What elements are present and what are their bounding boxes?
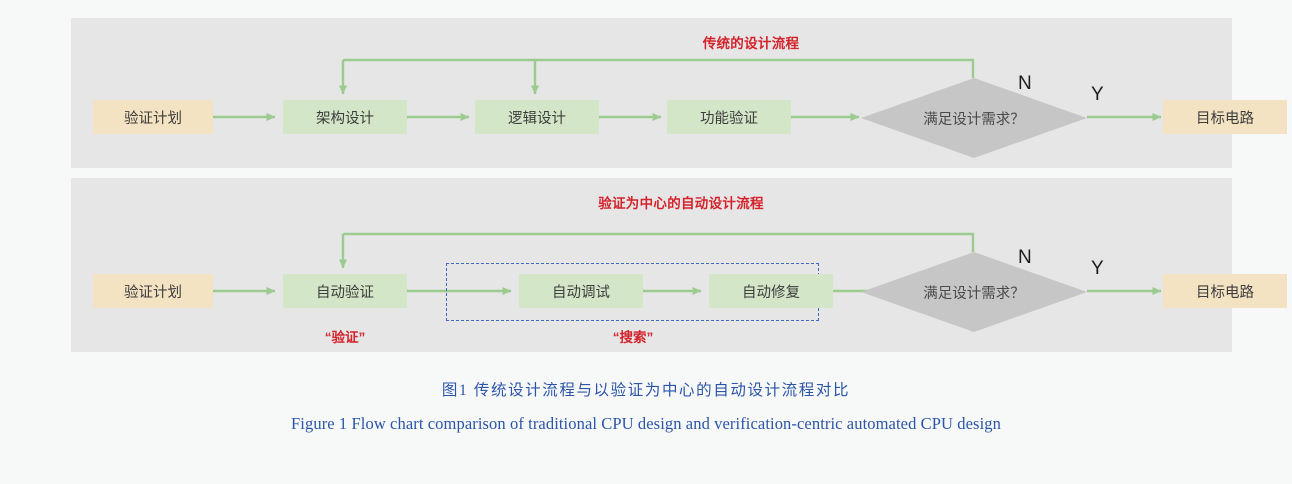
- branch-label-no: N: [1018, 73, 1032, 94]
- figure-caption-chinese: 图1 传统设计流程与以验证为中心的自动设计流程对比: [441, 382, 851, 399]
- node-label: 自动调试: [552, 284, 610, 301]
- node-auto-debug: 自动调试: [519, 274, 643, 308]
- node-label: 自动验证: [316, 284, 374, 301]
- group-caption-verify: “验证”: [324, 330, 366, 345]
- node-target-circuit: 目标电路: [1163, 100, 1287, 134]
- node-target-circuit: 目标电路: [1163, 274, 1287, 308]
- node-auto-verification: 自动验证: [283, 274, 407, 308]
- panel-automated-title: 验证为中心的自动设计流程: [598, 196, 764, 211]
- node-auto-repair: 自动修复: [709, 274, 833, 308]
- decision-meets-requirements: 满足设计需求？: [861, 78, 1087, 158]
- node-label: 功能验证: [700, 110, 758, 127]
- node-label: 验证计划: [124, 284, 182, 301]
- decision-label: 满足设计需求？: [923, 285, 1025, 302]
- panel-traditional-title: 传统的设计流程: [702, 36, 800, 51]
- decision-label: 满足设计需求？: [923, 111, 1025, 128]
- panel-traditional-flow: 传统的设计流程 验证计划 架构设计 逻辑设计 功能验证: [71, 18, 1287, 168]
- node-plan: 验证计划: [93, 274, 213, 308]
- node-plan: 验证计划: [93, 100, 213, 134]
- node-label: 目标电路: [1196, 110, 1254, 127]
- panel-automated-flow: 验证为中心的自动设计流程 验证计划 自动验证 自动调试 自动修复 满足设计: [71, 178, 1287, 352]
- figure-caption-english: Figure 1 Flow chart comparison of tradit…: [291, 414, 1001, 433]
- node-label: 自动修复: [742, 284, 800, 301]
- branch-label-no: N: [1018, 247, 1032, 268]
- node-logic-design: 逻辑设计: [475, 100, 599, 134]
- node-function-verification: 功能验证: [667, 100, 791, 134]
- branch-label-yes: Y: [1091, 258, 1104, 279]
- branch-label-yes: Y: [1091, 84, 1104, 105]
- decision-meets-requirements: 满足设计需求？: [861, 252, 1087, 332]
- group-caption-search: “搜索”: [612, 330, 654, 345]
- node-label: 架构设计: [316, 110, 374, 127]
- node-label: 目标电路: [1196, 284, 1254, 301]
- node-label: 验证计划: [124, 110, 182, 127]
- node-label: 逻辑设计: [508, 110, 566, 127]
- node-architecture-design: 架构设计: [283, 100, 407, 134]
